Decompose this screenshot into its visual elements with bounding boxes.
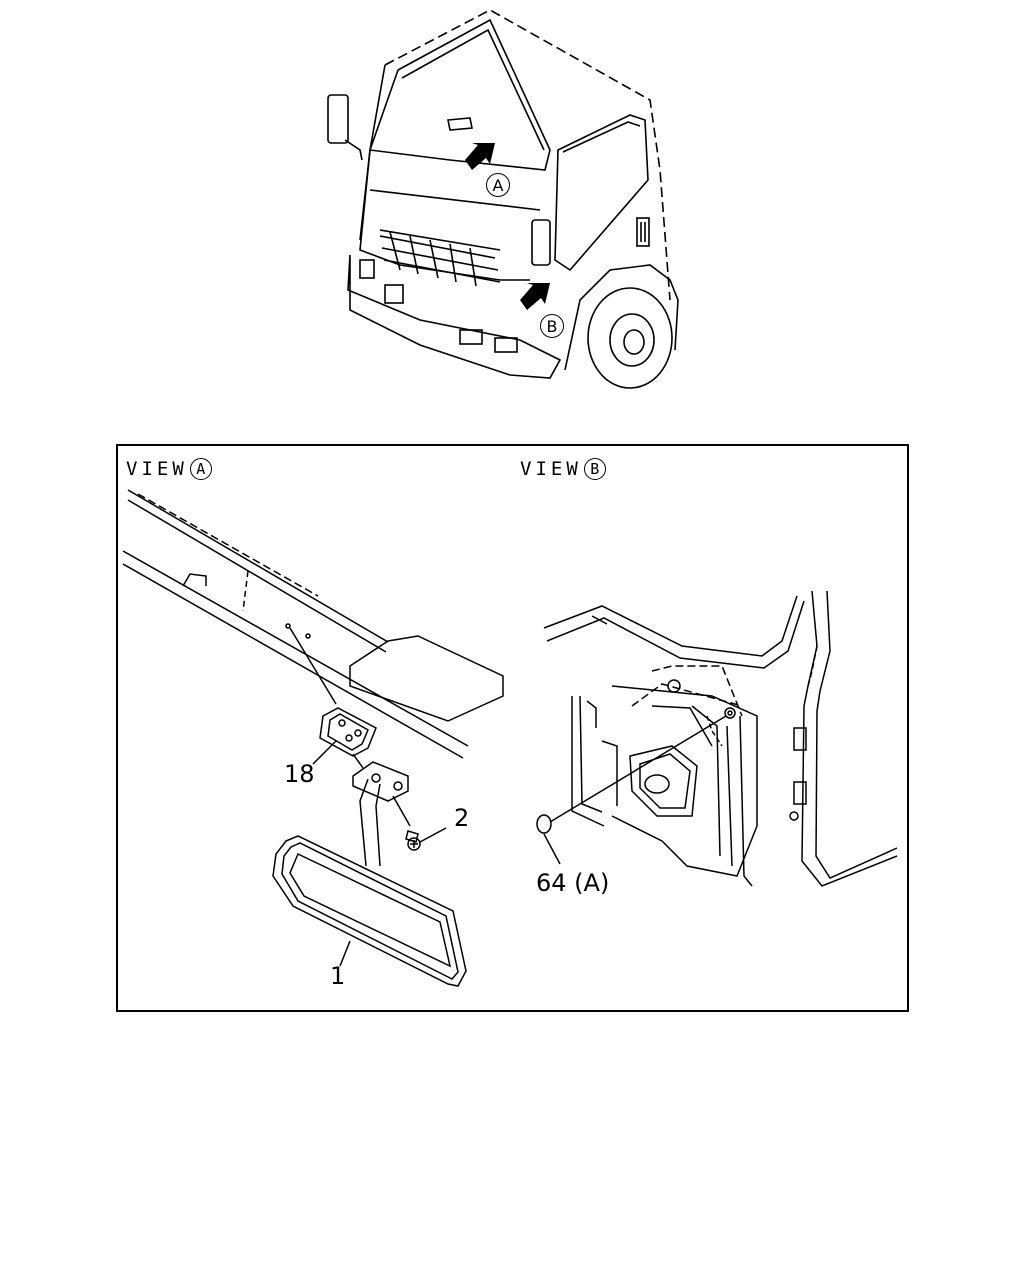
view-b-letter: B [583,458,606,480]
callout-screw: 2 [454,804,470,832]
marker-a: A [486,173,510,197]
view-b-panel: VIEW B [512,444,909,1012]
view-b-drawing [536,590,898,887]
arrow-a-icon [465,143,495,170]
marker-b: B [540,314,564,338]
callout-bracket: 18 [284,760,315,788]
truck-overview: A B [300,0,720,400]
view-a-label: VIEW [126,458,188,480]
view-a-drawing [122,489,504,987]
view-a-title: VIEW A [126,458,212,480]
callout-plug: 64 (A) [536,869,610,897]
view-a-panel: VIEW A [116,444,514,1012]
arrow-b-icon [520,283,550,310]
truck-illustration [327,9,679,389]
callout-mirror: 1 [330,962,346,990]
view-b-label: VIEW [520,458,582,480]
view-a-letter: A [189,458,212,480]
view-b-title: VIEW B [520,458,606,480]
